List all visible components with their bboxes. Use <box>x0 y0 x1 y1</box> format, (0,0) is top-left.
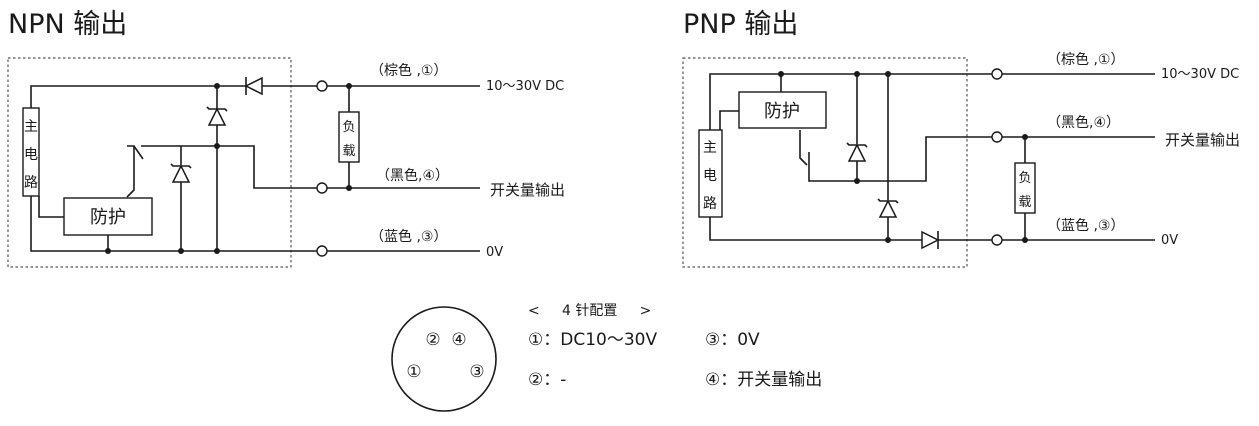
pnp-main-circuit-char-2: 电 <box>703 168 717 184</box>
npn-zener-2 <box>171 164 191 183</box>
pin-2-description: ②：- <box>528 370 566 390</box>
pnp-terminal-1 <box>991 68 1003 80</box>
npn-load-char-1: 负 <box>342 120 355 135</box>
npn-blue-wire-label: （蓝色 ,③） <box>370 228 447 245</box>
pnp-sensor-boundary <box>682 57 968 268</box>
pnp-brown-wire-label: （棕色 ,①） <box>1047 51 1124 68</box>
connector-pin-1: ① <box>406 362 421 382</box>
pnp-main-circuit-char-1: 主 <box>703 140 717 156</box>
connector-pin-2: ② <box>425 330 440 350</box>
npn-node-mid <box>214 143 220 149</box>
pnp-zero-volt-label: 0V <box>1161 233 1178 248</box>
npn-load-char-2: 载 <box>342 144 355 159</box>
npn-zener-1 <box>207 107 227 126</box>
pnp-ground-diode <box>921 230 940 250</box>
pnp-load-char-2: 载 <box>1018 195 1031 210</box>
npn-terminal-1 <box>316 80 328 92</box>
pnp-terminal-3 <box>991 234 1003 246</box>
pnp-supply-label: 10～30V DC <box>1161 67 1239 82</box>
pin-config-heading: < 4 针配置 > <box>528 303 651 319</box>
pnp-protection-label: 防护 <box>764 101 800 122</box>
npn-protection-box <box>63 197 153 236</box>
npn-main-circuit-char-1: 主 <box>24 119 38 135</box>
pnp-load-char-1: 负 <box>1018 171 1031 186</box>
pnp-blue-wire-label: （蓝色 ,③） <box>1047 217 1124 234</box>
pnp-terminal-4 <box>991 131 1003 143</box>
npn-brown-wire-label: （棕色 ,①） <box>370 62 447 79</box>
npn-title: NPN 输出 <box>8 9 127 40</box>
npn-terminal-3 <box>316 245 328 257</box>
pnp-switch-output-label: 开关量输出 <box>1165 131 1240 149</box>
npn-black-wire-label: （黑色,④） <box>376 167 449 184</box>
npn-switch-output-label: 开关量输出 <box>490 181 565 199</box>
npn-terminal-4 <box>316 182 328 194</box>
npn-main-circuit-char-3: 路 <box>24 175 38 191</box>
pnp-title: PNP 输出 <box>683 9 798 40</box>
connector-pin-3: ③ <box>469 362 484 382</box>
pnp-protection-box <box>738 91 827 129</box>
pnp-zener-1 <box>847 143 867 162</box>
connector-face <box>391 306 497 412</box>
npn-supply-diode <box>244 76 263 96</box>
pnp-load-box <box>1014 162 1036 214</box>
pnp-main-circuit-char-3: 路 <box>703 196 717 212</box>
npn-sensor-boundary <box>7 57 292 268</box>
pin-3-description: ③：0V <box>705 330 760 350</box>
pin-configuration: ② ④ ① ③ < 4 针配置 > ①：DC10～30V ③：0V ②：- ④：… <box>391 303 822 412</box>
pin-4-description: ④：开关量输出 <box>705 370 822 390</box>
npn-main-circuit-char-2: 电 <box>24 147 38 163</box>
npn-zero-volt-label: 0V <box>486 245 503 260</box>
pin-1-description: ①：DC10～30V <box>528 330 657 350</box>
pnp-black-wire-label: （黑色,④） <box>1047 114 1120 131</box>
npn-protection-label: 防护 <box>90 207 126 228</box>
npn-supply-label: 10～30V DC <box>486 79 564 94</box>
connector-pin-4: ④ <box>451 330 466 350</box>
npn-load-box <box>338 111 360 163</box>
pnp-zener-2 <box>878 199 898 218</box>
npn-circuit: NPN 输出 主 电 路 防护 <box>7 9 565 268</box>
pnp-circuit: PNP 输出 防护 主 电 路 <box>682 9 1240 268</box>
